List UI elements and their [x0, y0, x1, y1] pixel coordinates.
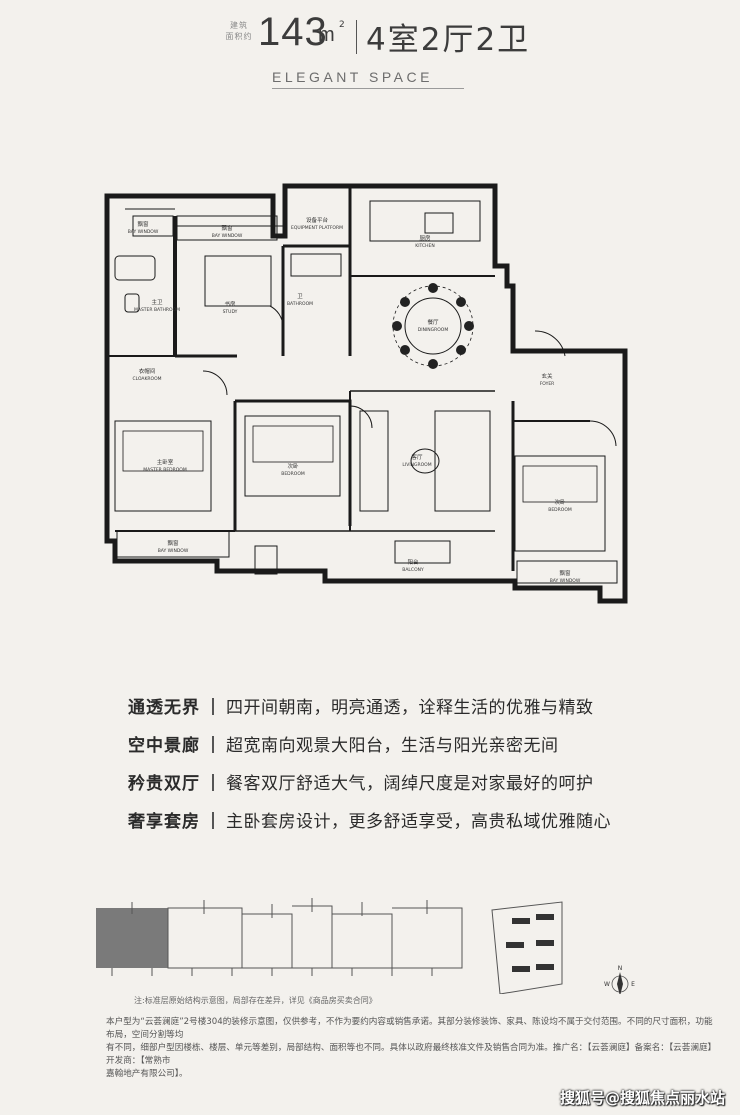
layout-title: 4室2厅2卫 — [366, 22, 531, 58]
room-label-en: EQUIPMENT PLATFORM — [291, 225, 343, 231]
room-label-en: BAY WINDOW — [212, 233, 243, 239]
compass-icon: N S W E — [604, 965, 635, 994]
feature-row: 奢享套房 主卧套房设计，更多舒适享受，高贵私域优雅随心 — [128, 810, 611, 834]
room-label: 客厅 — [411, 453, 423, 461]
room-label-en: BAY WINDOW — [550, 578, 581, 584]
feature-title: 奢享套房 — [128, 812, 200, 832]
room-label: 主卧室 — [157, 458, 174, 466]
room-label: 卫 — [297, 293, 303, 300]
room-label: 飘窗 — [167, 539, 179, 547]
room-label-en: LIVINGROOM — [402, 462, 431, 468]
room-label-en: CLOAKROOM — [132, 376, 161, 382]
key-plan: N S W E — [96, 898, 635, 994]
area-tag-line1: 建筑 — [230, 21, 248, 30]
room-label: 餐厅 — [427, 318, 439, 326]
room-label-en: BAY WINDOW — [158, 548, 189, 554]
disclaimer-line: 本户型为“云荟澜庭”2号楼304的装修示意图，仅供参考，不作为要约内容或销售承诺… — [106, 1017, 713, 1040]
room-label-en: STUDY — [223, 309, 238, 315]
room-label: 飘窗 — [221, 224, 233, 232]
room-label-en: MASTER BATHROOM — [134, 307, 180, 313]
area-tag-line2: 面积约 — [225, 32, 253, 41]
room-label-en: BALCONY — [402, 567, 424, 573]
disclaimer: 本户型为“云荟澜庭”2号楼304的装修示意图，仅供参考，不作为要约内容或销售承诺… — [106, 1016, 718, 1081]
room-label-en: DININGROOM — [418, 327, 449, 333]
subtitle: ELEGANT SPACE — [272, 69, 433, 85]
disclaimer-line: 嘉翰地产有限公司】。 — [106, 1069, 188, 1079]
room-label-en: BAY WINDOW — [128, 229, 159, 235]
feature-row: 空中景廊 超宽南向观景大阳台，生活与阳光亲密无间 — [128, 734, 559, 758]
compass-w: W — [604, 981, 610, 988]
header-divider — [356, 20, 357, 54]
area-tag: 建筑 面积约 — [224, 20, 254, 42]
feature-title: 通透无界 — [128, 698, 200, 718]
room-label: 主卫 — [151, 298, 163, 306]
room-label: 设备平台 — [306, 216, 329, 224]
feature-row: 矜贵双厅 餐客双厅舒适大气，阔绰尺度是对家最好的呵护 — [128, 772, 594, 796]
feature-row: 通透无界 四开间朝南，明亮通透，诠释生活的优雅与精致 — [128, 696, 594, 720]
room-label: 玄关 — [541, 372, 553, 380]
subtitle-underline — [272, 88, 464, 89]
site-note: 注:标准层原始结构示意图，局部存在差异，详见《商品房买卖合同》 — [134, 996, 377, 1005]
room-label: 阳台 — [407, 558, 419, 566]
room-label-en: BEDROOM — [548, 507, 572, 513]
disclaimer-line: 有不同，细部户型因楼栋、楼层、单元等差别，局部结构、面积等也不同。具体以政府最终… — [106, 1043, 717, 1066]
floor-plan: 飘窗 BAY WINDOW 飘窗 BAY WINDOW 设备平台 EQUIPME… — [104, 183, 628, 604]
room-label: 书房 — [224, 300, 236, 308]
feature-divider — [212, 736, 214, 753]
feature-divider — [212, 812, 214, 829]
compass-n: N — [618, 965, 623, 972]
feature-desc: 四开间朝南，明亮通透，诠释生活的优雅与精致 — [226, 698, 594, 718]
room-label-en: KITCHEN — [415, 243, 435, 249]
feature-desc: 主卧套房设计，更多舒适享受，高贵私域优雅随心 — [226, 812, 611, 832]
feature-divider — [212, 774, 214, 791]
feature-title: 空中景廊 — [128, 736, 200, 756]
watermark: 搜狐号@搜狐焦点丽水站 — [560, 1089, 726, 1107]
room-label-en: FOYER — [540, 381, 555, 387]
room-label: 次卧 — [554, 498, 566, 506]
room-label-en: BEDROOM — [281, 471, 305, 477]
highlighted-unit — [96, 908, 168, 968]
area-unit-superscript: 2 — [339, 20, 345, 30]
room-label: 厨房 — [419, 234, 431, 242]
room-label: 衣帽间 — [139, 367, 156, 375]
room-label: 飘窗 — [559, 569, 571, 577]
room-label-en: MASTER BEDROOM — [143, 467, 187, 473]
feature-divider — [212, 698, 214, 715]
room-label: 次卧 — [287, 462, 299, 470]
room-label: 飘窗 — [137, 220, 149, 228]
area-unit: m — [318, 24, 335, 46]
area-value: 143 — [258, 10, 328, 54]
feature-desc: 餐客双厅舒适大气，阔绰尺度是对家最好的呵护 — [226, 774, 594, 794]
feature-title: 矜贵双厅 — [128, 774, 200, 794]
feature-desc: 超宽南向观景大阳台，生活与阳光亲密无间 — [226, 736, 559, 756]
compass-e: E — [631, 981, 635, 988]
room-label-en: BATHROOM — [287, 301, 313, 307]
